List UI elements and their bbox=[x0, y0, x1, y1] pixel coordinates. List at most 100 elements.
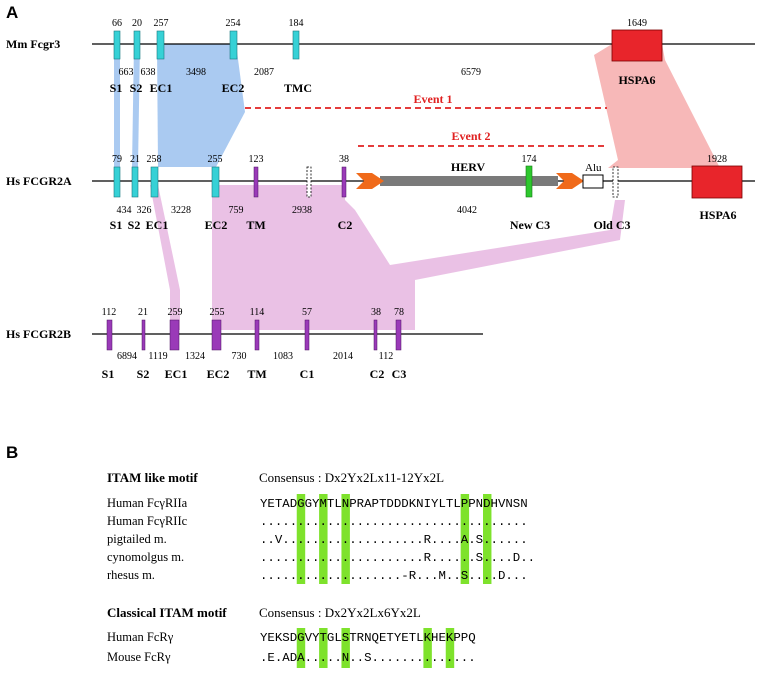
event1-label: Event 1 bbox=[414, 92, 453, 106]
mm-exon-name: TMC bbox=[284, 81, 312, 95]
hs2a-intron-size: 2938 bbox=[292, 205, 312, 216]
event2-label: Event 2 bbox=[452, 129, 491, 143]
itam-like-consensus: Consensus : Dx2Yx2Lx11-12Yx2L bbox=[259, 470, 444, 485]
hs2b-exon-size: 21 bbox=[138, 307, 148, 318]
motif-column-highlight bbox=[445, 628, 455, 668]
motif-column-highlight bbox=[296, 628, 306, 668]
hs2b-exon-c3 bbox=[395, 319, 402, 351]
mm-exon-tmc bbox=[292, 30, 300, 60]
hs2b-exon-tm bbox=[254, 319, 260, 351]
hs2b-exon-name: C2 bbox=[370, 367, 385, 381]
classical-itam-alignment: Human FcRγ YEKSDGVYTGLSTRNQETYETLKHEKPPQ M… bbox=[107, 630, 476, 665]
species-label: Mouse FcRγ bbox=[107, 650, 171, 664]
hs2a-exon-name: EC2 bbox=[205, 218, 228, 232]
hs2a-exon-name: S2 bbox=[128, 218, 141, 232]
motif-column-highlight bbox=[341, 494, 350, 584]
consensus-label: Consensus : bbox=[259, 605, 325, 620]
classical-itam-highlights bbox=[296, 628, 455, 668]
herv-label: HERV bbox=[451, 160, 486, 174]
mm-exon-size: 184 bbox=[289, 18, 304, 29]
hs2a-gene-name: Hs FCGR2A bbox=[6, 174, 72, 188]
mm-exon-name: S1 bbox=[110, 81, 123, 95]
hs2a-exon-s1 bbox=[113, 166, 121, 198]
hs2a-hspa6-box bbox=[691, 165, 743, 199]
hs2a-hspa6-name: HSPA6 bbox=[699, 208, 736, 222]
violet-band-main bbox=[212, 185, 625, 330]
mm-exon-name: S2 bbox=[130, 81, 143, 95]
hs2b-exon-name: S2 bbox=[137, 367, 150, 381]
hs2a-exon-size: 123 bbox=[249, 154, 264, 165]
motif-column-highlight bbox=[341, 628, 350, 668]
hs2b-exon-size: 57 bbox=[302, 307, 312, 318]
hs2a-exon-c2 bbox=[341, 166, 347, 198]
hs2a-exon-new-c3 bbox=[525, 165, 533, 198]
sequence: .................................... bbox=[260, 515, 528, 529]
species-label: pigtailed m. bbox=[107, 532, 167, 546]
mm-intron-size: 2087 bbox=[254, 67, 274, 78]
motif-column-highlight bbox=[460, 494, 470, 584]
alu-label: Alu bbox=[585, 162, 602, 174]
mm-hspa6-name: HSPA6 bbox=[618, 73, 655, 87]
hs2a-exon-name: New C3 bbox=[510, 218, 550, 232]
species-label: Human FcRγ bbox=[107, 630, 174, 644]
hs2b-exon-c1 bbox=[304, 319, 310, 351]
classical-itam-consensus: Consensus : Dx2Yx2Lx6Yx2L bbox=[259, 605, 421, 620]
hs2a-exon-s2 bbox=[131, 166, 139, 198]
hs2a-pseudo-exon bbox=[306, 166, 312, 198]
hs2a-exon-ec1 bbox=[150, 166, 159, 198]
hs2b-intron-size: 112 bbox=[379, 351, 394, 362]
species-label: rhesus m. bbox=[107, 568, 155, 582]
motif-column-highlight bbox=[423, 628, 432, 668]
mm-intron-size: 638 bbox=[141, 67, 156, 78]
hs2b-intron-size: 6894 bbox=[117, 351, 137, 362]
mm-exon-name: EC2 bbox=[222, 81, 245, 95]
mm-exon-size: 257 bbox=[154, 18, 169, 29]
violet-band-ec1 bbox=[150, 185, 180, 330]
hs2b-exon-name: C1 bbox=[300, 367, 315, 381]
hs2a-intron-size: 326 bbox=[137, 205, 152, 216]
hs2a-intron-size: 3228 bbox=[171, 205, 191, 216]
mm-exon-size: 254 bbox=[226, 18, 241, 29]
hs2a-intron-size: 434 bbox=[117, 205, 132, 216]
mm-exon-ec2 bbox=[229, 30, 238, 60]
pink-band-hspa6 bbox=[594, 44, 720, 168]
consensus-motif: Dx2Yx2Lx11-12Yx2L bbox=[325, 470, 444, 485]
hs2b-exon-ec2 bbox=[211, 319, 222, 351]
hs2a-exon-size: 38 bbox=[339, 154, 349, 165]
species-label: Human FcγRIIa bbox=[107, 496, 188, 510]
panel-b-label: B bbox=[6, 443, 18, 462]
motif-column-highlight bbox=[319, 494, 328, 584]
mm-hspa6-size: 1649 bbox=[627, 18, 647, 29]
hs2a-exon-size: 258 bbox=[147, 154, 162, 165]
sequence: ..V...................R....A.S...... bbox=[260, 533, 528, 547]
alu-element bbox=[582, 174, 604, 189]
hs2a-exon-name: Old C3 bbox=[593, 218, 630, 232]
hs2b-exon-name: EC2 bbox=[207, 367, 230, 381]
hs2a-exon-size: 174 bbox=[522, 154, 537, 165]
hs2b-intron-size: 2014 bbox=[333, 351, 353, 362]
sequence: YEKSDGVYTGLSTRNQETYETLKHEKPPQ bbox=[260, 631, 476, 645]
herv-ltr-left bbox=[356, 173, 384, 189]
mm-exon-size: 20 bbox=[132, 18, 142, 29]
hs2b-exon-ec1 bbox=[169, 319, 180, 351]
hs2a-intron-size: 759 bbox=[229, 205, 244, 216]
sequence: ......................R......S....D.. bbox=[260, 551, 535, 565]
hs2a-exon-name: TM bbox=[246, 218, 265, 232]
motif-column-highlight bbox=[296, 494, 306, 584]
hs2b-exon-c2 bbox=[373, 319, 378, 351]
sequence: .E.ADA.....N..S.............. bbox=[260, 651, 476, 665]
hs2a-exon-size: 21 bbox=[130, 154, 140, 165]
consensus-motif: Dx2Yx2Lx6Yx2L bbox=[325, 605, 421, 620]
hs2b-exon-size: 78 bbox=[394, 307, 404, 318]
motif-column-highlight bbox=[319, 628, 328, 668]
classical-itam-title: Classical ITAM motif bbox=[107, 605, 227, 620]
mm-exon-s1 bbox=[113, 30, 121, 60]
hs2a-exon-size: 255 bbox=[208, 154, 223, 165]
hs2a-exon-tm bbox=[253, 166, 259, 198]
hs2b-exon-size: 112 bbox=[102, 307, 117, 318]
panel-a-label: A bbox=[6, 3, 18, 22]
mm-gene-name: Mm Fcgr3 bbox=[6, 37, 60, 51]
mm-hspa6-box bbox=[611, 29, 663, 62]
